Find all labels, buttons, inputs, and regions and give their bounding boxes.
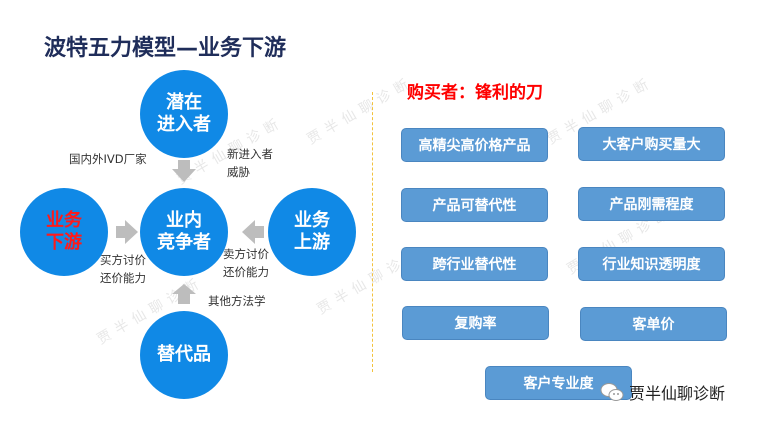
watermark: 贾半仙聊诊断 <box>304 73 417 148</box>
factor-box: 高精尖高价格产品 <box>401 128 548 162</box>
arrow-up-icon <box>172 284 196 304</box>
circle-substitutes: 替代品 <box>140 311 228 399</box>
footer-brand: 贾半仙聊诊断 <box>600 380 725 404</box>
factor-box: 客单价 <box>580 307 727 341</box>
arrow-left-icon <box>242 220 264 244</box>
circle-potential-entrants: 潜在进入者 <box>140 70 228 158</box>
label-other-methods: 其他方法学 <box>208 294 266 308</box>
factor-box: 产品刚需程度 <box>578 187 725 221</box>
wechat-icon <box>600 383 624 401</box>
circle-upstream: 业务上游 <box>268 188 356 276</box>
label-domestic-vendors: 国内外IVD厂家 <box>69 152 147 166</box>
factor-box: 复购率 <box>402 306 549 340</box>
footer-text: 贾半仙聊诊断 <box>629 384 726 403</box>
circle-downstream: 业务下游 <box>20 188 108 276</box>
circle-competitors: 业内竞争者 <box>140 188 228 276</box>
label-seller-power: 卖方讨价还价能力 <box>223 247 269 279</box>
arrow-down-icon <box>172 160 196 182</box>
factor-box: 跨行业替代性 <box>401 247 548 281</box>
section-header: 购买者：锋利的刀 <box>407 83 543 103</box>
factor-box: 大客户购买量大 <box>578 127 725 161</box>
factor-box: 产品可替代性 <box>401 188 548 222</box>
divider <box>372 92 373 372</box>
page-title: 波特五力模型—业务下游 <box>44 36 287 61</box>
label-new-entrant-threat: 新进入者威胁 <box>227 147 273 179</box>
arrow-right-icon <box>116 220 138 244</box>
factor-box: 行业知识透明度 <box>578 247 725 281</box>
factor-box: 客户专业度 <box>485 366 632 400</box>
label-buyer-power: 买方讨价还价能力 <box>100 253 146 285</box>
